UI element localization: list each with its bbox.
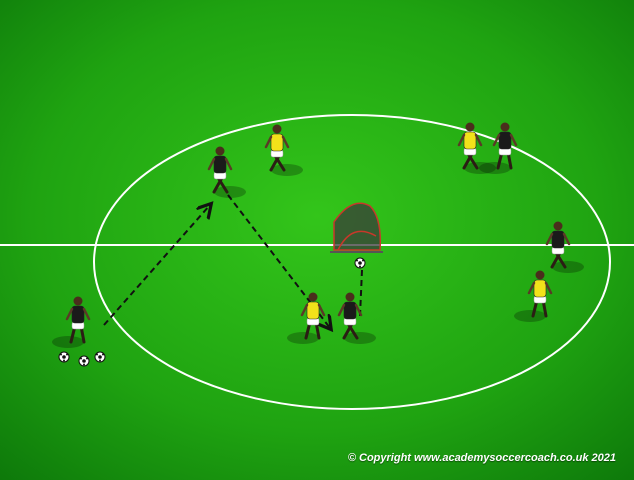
- black-player: [337, 292, 376, 344]
- pass-line-3: [359, 269, 363, 317]
- centre-circle: [93, 114, 611, 410]
- copyright-text: © Copyright www.academysoccercoach.co.uk…: [347, 452, 616, 464]
- black-player: [545, 221, 584, 273]
- yellow-player: [514, 270, 553, 322]
- pass-lines: [103, 194, 363, 328]
- mini-goal: [330, 202, 383, 253]
- yellow-player: [457, 122, 496, 174]
- yellow-player: [287, 292, 326, 344]
- ball-icon: [58, 351, 70, 363]
- black-player: [52, 296, 91, 348]
- ball-icon: [354, 257, 366, 269]
- pass-line-1: [103, 205, 210, 326]
- black-player: [207, 146, 246, 198]
- players: [52, 122, 584, 348]
- balls: [58, 257, 366, 367]
- ball-icon: [78, 355, 90, 367]
- black-player: [479, 122, 518, 174]
- pass-line-2: [227, 194, 330, 328]
- ball-icon: [94, 351, 106, 363]
- yellow-player: [264, 124, 303, 176]
